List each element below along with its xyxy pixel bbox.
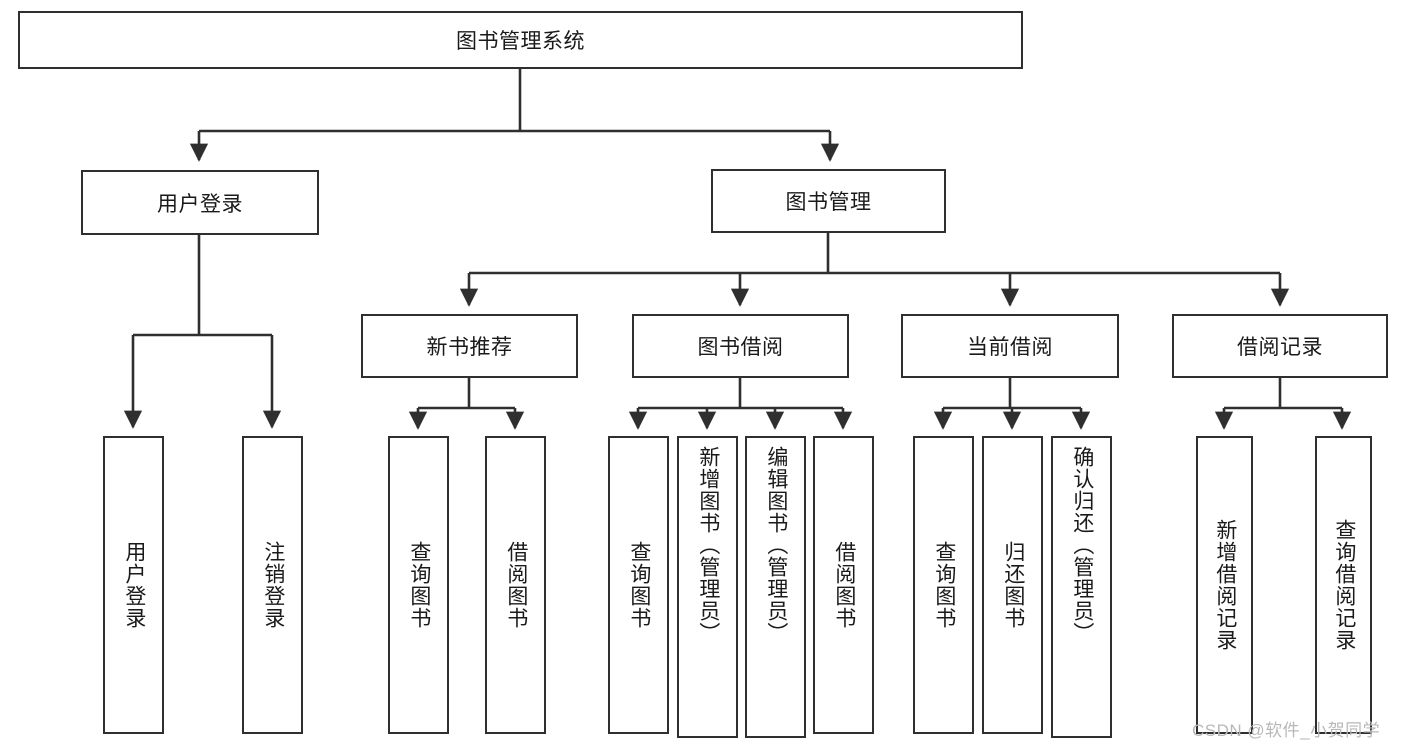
node-label: 查询图书 [407,541,431,629]
node-book-borrow[interactable]: 图书借阅 [632,314,849,378]
node-borrow-record[interactable]: 借阅记录 [1172,314,1388,378]
node-label: 借阅记录 [1237,336,1323,359]
node-label: 借阅图书 [504,541,528,629]
node-label: 图书管理系统 [456,30,585,53]
node-label: 新增图书（管理员） [696,446,720,644]
node-label: 归还图书 [1001,541,1025,629]
node-label: 查询图书 [627,541,651,629]
leaf-borrow-book-1[interactable]: 借阅图书 [485,436,546,734]
node-label: 确认归还（管理员） [1070,446,1094,644]
leaf-user-login[interactable]: 用户登录 [103,436,164,734]
node-label: 注销登录 [261,541,285,629]
node-label: 图书管理 [785,191,872,214]
node-label: 查询借阅记录 [1332,519,1356,651]
csdn-watermark: CSDN @软件_小贺同学 [1192,721,1381,740]
node-label: 图书借阅 [697,336,784,359]
node-label: 借阅图书 [832,541,856,629]
leaf-return-book[interactable]: 归还图书 [982,436,1043,734]
node-label: 查询图书 [932,541,956,629]
node-current-borrow[interactable]: 当前借阅 [901,314,1119,378]
node-label: 编辑图书（管理员） [764,446,788,644]
node-label: 新书推荐 [426,336,513,359]
leaf-query-record[interactable]: 查询借阅记录 [1315,436,1372,734]
node-label: 用户登录 [122,541,146,629]
node-label: 新增借阅记录 [1213,519,1237,651]
leaf-confirm-return[interactable]: 确认归还（管理员） [1051,436,1112,738]
leaf-logout-login[interactable]: 注销登录 [242,436,303,734]
leaf-borrow-book-2[interactable]: 借阅图书 [813,436,874,734]
node-book-management[interactable]: 图书管理 [711,169,946,233]
node-new-book-recommend[interactable]: 新书推荐 [361,314,578,378]
node-label: 用户登录 [157,192,243,216]
node-user-login[interactable]: 用户登录 [81,170,319,235]
leaf-query-book-2[interactable]: 查询图书 [608,436,669,734]
node-book-management-system[interactable]: 图书管理系统 [18,11,1023,69]
leaf-query-book-3[interactable]: 查询图书 [913,436,974,734]
leaf-add-record[interactable]: 新增借阅记录 [1196,436,1253,734]
leaf-edit-book[interactable]: 编辑图书（管理员） [745,436,806,738]
leaf-query-book-1[interactable]: 查询图书 [388,436,449,734]
node-label: 当前借阅 [967,336,1053,359]
leaf-add-book[interactable]: 新增图书（管理员） [677,436,738,738]
